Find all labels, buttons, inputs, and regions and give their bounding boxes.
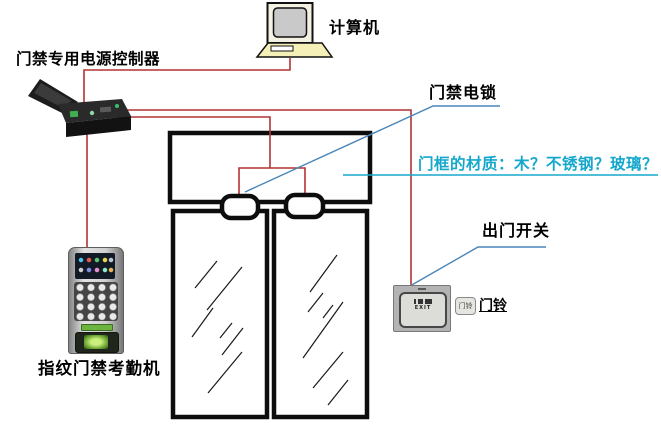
power-controller-led-2 bbox=[115, 104, 119, 108]
fingerprint-scanner-housing bbox=[75, 332, 119, 353]
computer-keyboard bbox=[255, 42, 334, 58]
electric-lock-right bbox=[283, 192, 326, 220]
fingerprint-reader-label: 指纹门禁考勤机 bbox=[38, 359, 161, 378]
computer-label: 计算机 bbox=[329, 18, 381, 37]
left-door-panel bbox=[170, 208, 270, 420]
wire-controller-to-exit-switch bbox=[100, 109, 412, 286]
exit-switch-button: EXIT bbox=[399, 292, 447, 328]
fingerprint-scanner-window bbox=[84, 335, 108, 349]
fingerprint-reader-device bbox=[68, 247, 124, 354]
power-controller-device bbox=[28, 79, 131, 137]
left-door-glass-lines bbox=[191, 260, 244, 394]
electric-lock-left bbox=[219, 193, 261, 221]
doorbell-label: 门铃 bbox=[479, 298, 507, 314]
computer-device bbox=[255, 2, 334, 58]
wire-computer-to-controller bbox=[83, 58, 291, 102]
electric-lock-label: 门禁电锁 bbox=[429, 83, 498, 102]
wire-controller-to-locks bbox=[100, 116, 306, 198]
power-controller-relay bbox=[99, 106, 112, 113]
exit-switch-markings bbox=[414, 299, 432, 304]
leader-electric-lock bbox=[244, 105, 500, 193]
fingerprint-reader-green-strip bbox=[81, 324, 113, 331]
power-controller-body-top bbox=[58, 99, 131, 123]
exit-switch-text: EXIT bbox=[414, 305, 432, 311]
leader-exit-switch bbox=[409, 246, 546, 287]
exit-switch-screw bbox=[418, 288, 426, 290]
power-controller-led bbox=[89, 110, 95, 116]
fingerprint-reader-screen bbox=[75, 253, 115, 279]
right-door-glass-lines bbox=[302, 254, 349, 406]
exit-switch-device: EXIT bbox=[393, 285, 451, 332]
power-controller-body-front bbox=[66, 116, 131, 137]
power-controller-label: 门禁专用电源控制器 bbox=[16, 50, 161, 68]
frame-material-note: 门框的材质：木？不锈钢？玻璃？ bbox=[418, 155, 659, 173]
computer-keyboard-slot bbox=[270, 45, 294, 52]
power-controller-lid-face bbox=[34, 83, 72, 107]
computer-screen bbox=[272, 7, 308, 38]
doorbell-icon: 门铃 bbox=[455, 297, 476, 315]
right-door-panel bbox=[271, 208, 370, 420]
exit-switch-label: 出门开关 bbox=[482, 221, 551, 240]
power-controller-terminal-green bbox=[69, 110, 79, 118]
fingerprint-reader-keypad bbox=[74, 282, 118, 321]
